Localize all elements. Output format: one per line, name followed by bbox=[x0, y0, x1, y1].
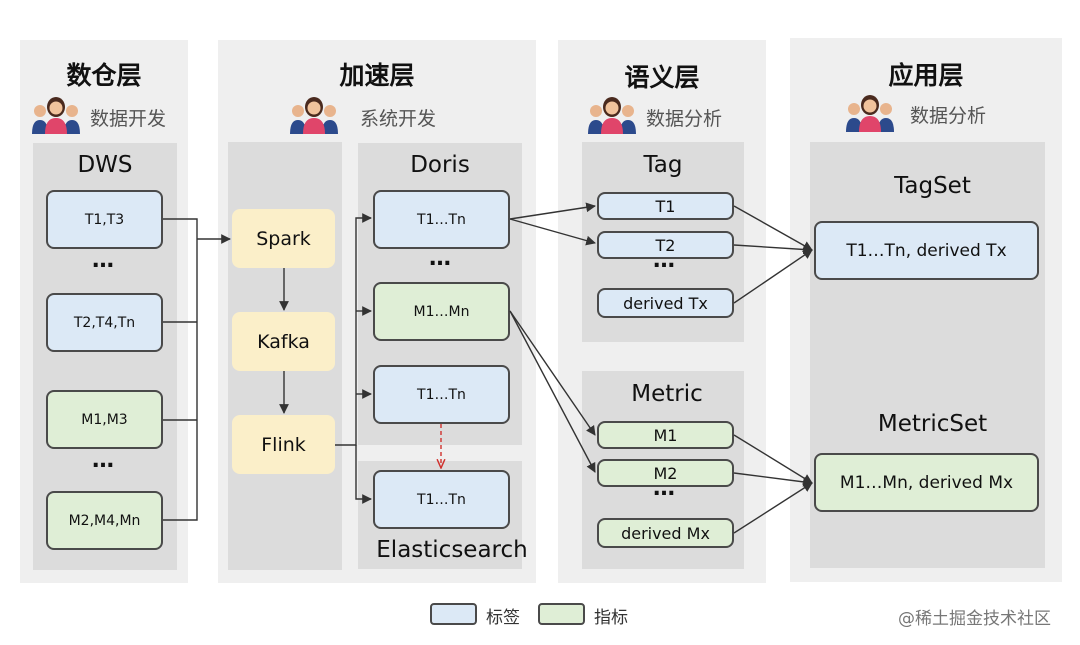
flink-node: Flink bbox=[232, 415, 335, 474]
metric-box-derived: derived Mx bbox=[597, 518, 734, 548]
metric-label: Metric bbox=[631, 381, 703, 407]
doris-box-metrics: M1…Mn bbox=[373, 282, 510, 341]
elasticsearch-label: Elasticsearch bbox=[376, 537, 528, 563]
dws-label: DWS bbox=[77, 152, 133, 178]
doris-box-tags: T1…Tn bbox=[373, 190, 510, 249]
dw-layer-title: 数仓层 bbox=[66, 61, 142, 90]
tagset-label: TagSet bbox=[894, 173, 971, 199]
tag-box-derived: derived Tx bbox=[597, 288, 734, 318]
dw-layer-role: 数据开发 bbox=[90, 108, 167, 130]
tag-box-t2: T2 bbox=[597, 231, 734, 259]
dws-box-m2-m4-mn: M2,M4,Mn bbox=[46, 491, 163, 550]
metricset-label: MetricSet bbox=[877, 411, 988, 437]
metric-box-m1: M1 bbox=[597, 421, 734, 449]
tag-box-t1: T1 bbox=[597, 192, 734, 220]
dws-box-t1-t3: T1,T3 bbox=[46, 190, 163, 249]
doris-ellipsis: … bbox=[429, 246, 454, 271]
people-icon bbox=[290, 97, 338, 134]
semantic-layer-role: 数据分析 bbox=[646, 108, 723, 130]
dws-ellipsis: … bbox=[92, 448, 117, 473]
people-icon bbox=[588, 97, 636, 134]
dws-box-m1-m3: M1,M3 bbox=[46, 390, 163, 449]
people-icon bbox=[32, 97, 80, 134]
legend-tag-swatch bbox=[430, 603, 477, 625]
legend-metric-label: 指标 bbox=[594, 608, 628, 628]
tag-ellipsis: … bbox=[653, 248, 678, 273]
semantic-layer-title: 语义层 bbox=[624, 63, 700, 92]
tag-label: Tag bbox=[643, 152, 683, 178]
legend-tag-label: 标签 bbox=[486, 608, 520, 628]
doris-label: Doris bbox=[410, 152, 470, 178]
accel-layer-role: 系统开发 bbox=[360, 108, 437, 130]
metric-ellipsis: … bbox=[653, 476, 678, 501]
spark-node: Spark bbox=[232, 209, 335, 268]
kafka-node: Kafka bbox=[232, 312, 335, 371]
watermark: @稀土掘金技术社区 bbox=[898, 609, 1051, 629]
app-layer-title: 应用层 bbox=[888, 61, 964, 90]
doris-box-tags-2: T1…Tn bbox=[373, 365, 510, 424]
dws-box-t2-t4-tn: T2,T4,Tn bbox=[46, 293, 163, 352]
metricset-box: M1…Mn, derived Mx bbox=[814, 453, 1039, 512]
tagset-box: T1…Tn, derived Tx bbox=[814, 221, 1039, 280]
accel-layer-title: 加速层 bbox=[339, 61, 415, 90]
people-icon bbox=[846, 95, 894, 132]
elasticsearch-box: T1…Tn bbox=[373, 470, 510, 529]
metric-box-m2: M2 bbox=[597, 459, 734, 487]
legend-metric-swatch bbox=[538, 603, 585, 625]
dws-ellipsis: … bbox=[92, 248, 117, 273]
app-layer-role: 数据分析 bbox=[910, 105, 987, 127]
